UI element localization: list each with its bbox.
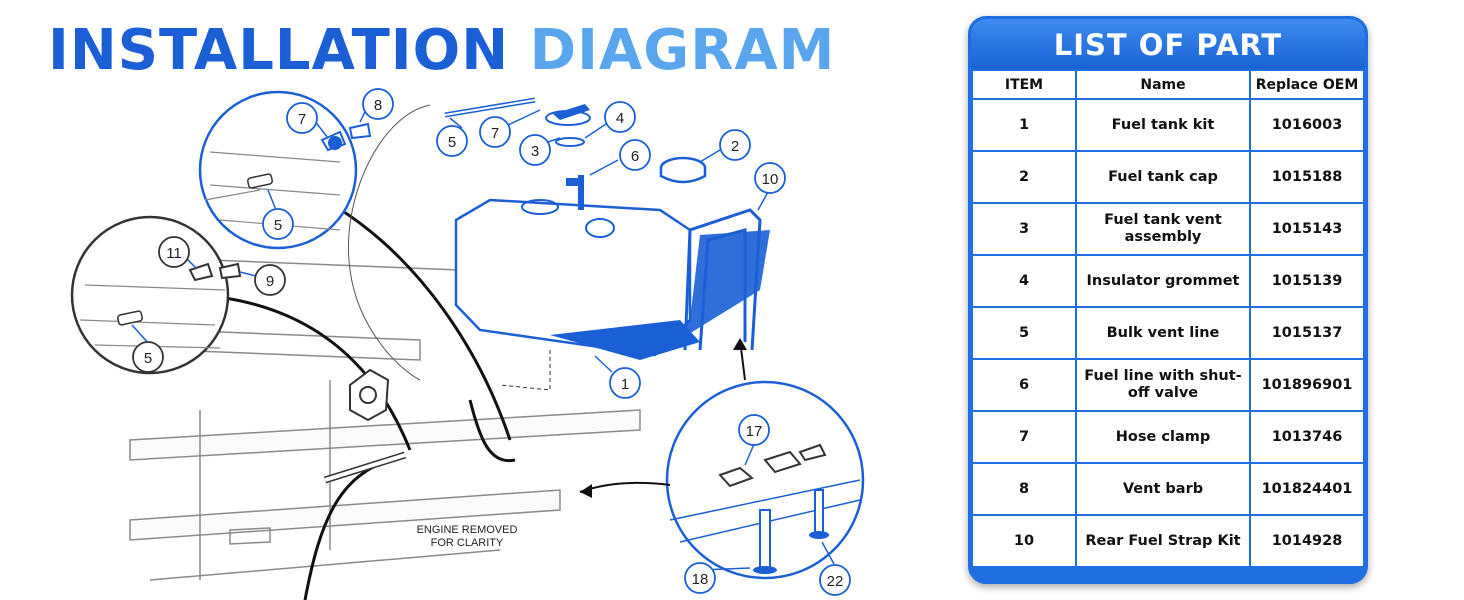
svg-text:9: 9 <box>266 273 274 290</box>
cell-name: Hose clamp <box>1075 410 1251 464</box>
title-word-installation: INSTALLATION <box>48 18 510 83</box>
cell-item: 10 <box>971 514 1077 568</box>
cell-oem: 1016003 <box>1249 98 1365 152</box>
callout-9: 9 <box>254 264 286 296</box>
installation-diagram: 7 8 5 7 5 3 4 6 2 10 11 9 5 1 17 18 22 E… <box>70 88 865 600</box>
svg-text:7: 7 <box>298 111 306 128</box>
callout-10: 10 <box>754 162 786 194</box>
title-word-diagram: DIAGRAM <box>529 18 836 83</box>
cell-item: 5 <box>971 306 1077 360</box>
table-row: 3 Fuel tank vent assembly 1015143 <box>971 202 1365 256</box>
cell-oem: 1015139 <box>1249 254 1365 308</box>
vent-assembly <box>545 104 591 147</box>
cell-name: Vent barb <box>1075 462 1251 516</box>
cell-item: 3 <box>971 202 1077 256</box>
fuel-tank-cap <box>659 156 707 184</box>
parts-table: ITEM Name Replace OEM 1 Fuel tank kit 10… <box>971 69 1365 568</box>
cell-item: 7 <box>971 410 1077 464</box>
table-row: 2 Fuel tank cap 1015188 <box>971 150 1365 204</box>
cell-oem: 1015188 <box>1249 150 1365 204</box>
arrow-head-left <box>580 484 592 498</box>
svg-text:11: 11 <box>166 245 182 262</box>
svg-text:4: 4 <box>616 110 624 127</box>
cell-name: Bulk vent line <box>1075 306 1251 360</box>
cell-item: 2 <box>971 150 1077 204</box>
svg-text:5: 5 <box>448 134 456 151</box>
cell-oem: 101824401 <box>1249 462 1365 516</box>
svg-text:7: 7 <box>491 125 499 142</box>
callout-18: 18 <box>684 562 716 594</box>
detail-circle-bottom-right <box>665 380 865 580</box>
callout-4: 4 <box>604 101 636 133</box>
svg-text:22: 22 <box>827 573 844 590</box>
cell-name: Insulator grommet <box>1075 254 1251 308</box>
vent-hoses <box>224 206 516 600</box>
table-row: 1 Fuel tank kit 1016003 <box>971 98 1365 152</box>
vent-tube-inner <box>324 453 406 482</box>
cell-name: Rear Fuel Strap Kit <box>1075 514 1251 568</box>
page-title: INSTALLATION DIAGRAM <box>48 16 835 86</box>
svg-text:10: 10 <box>762 171 779 188</box>
cell-item: 8 <box>971 462 1077 516</box>
callout-5a: 5 <box>262 208 294 240</box>
callout-5b: 5 <box>436 125 468 157</box>
svg-text:2: 2 <box>731 138 739 155</box>
svg-text:5: 5 <box>144 350 152 367</box>
cell-oem: 101896901 <box>1249 358 1365 412</box>
cell-item: 4 <box>971 254 1077 308</box>
callout-3: 3 <box>519 134 551 166</box>
callout-8: 8 <box>362 88 394 120</box>
table-row: 10 Rear Fuel Strap Kit 1014928 <box>971 514 1365 568</box>
table-row: 5 Bulk vent line 1015137 <box>971 306 1365 360</box>
note-line-1: ENGINE REMOVED <box>417 524 518 536</box>
parts-table-header-row: ITEM Name Replace OEM <box>971 69 1365 100</box>
detail-circle-top <box>198 90 372 250</box>
svg-text:6: 6 <box>631 148 639 165</box>
fuel-pump <box>349 368 390 422</box>
cell-name: Fuel tank kit <box>1075 98 1251 152</box>
fuel-tank <box>454 175 770 360</box>
table-row: 7 Hose clamp 1013746 <box>971 410 1365 464</box>
callout-17: 17 <box>738 414 770 446</box>
svg-text:17: 17 <box>746 423 763 440</box>
callout-7a: 7 <box>286 102 318 134</box>
callout-7b: 7 <box>479 116 511 148</box>
table-row: 8 Vent barb 101824401 <box>971 462 1365 516</box>
cell-name: Fuel line with shut-off valve <box>1075 358 1251 412</box>
svg-text:1: 1 <box>621 376 629 393</box>
leader-curve <box>348 104 431 381</box>
svg-text:5: 5 <box>274 217 282 234</box>
cell-oem: 1013746 <box>1249 410 1365 464</box>
arrow-head-up <box>733 338 747 350</box>
table-row: 6 Fuel line with shut-off valve 10189690… <box>971 358 1365 412</box>
cell-item: 1 <box>971 98 1077 152</box>
cell-item: 6 <box>971 358 1077 412</box>
callout-2: 2 <box>719 129 751 161</box>
callout-5c: 5 <box>132 341 164 373</box>
rear-fuel-strap <box>683 208 762 351</box>
svg-text:8: 8 <box>374 97 382 114</box>
callout-1: 1 <box>609 367 641 399</box>
callouts: 7 8 5 7 5 3 4 6 2 10 11 9 5 1 17 18 22 <box>132 88 851 596</box>
cell-name: Fuel tank vent assembly <box>1075 202 1251 256</box>
header-name: Name <box>1075 69 1251 100</box>
callout-6: 6 <box>619 139 651 171</box>
parts-list-title: LIST OF PART <box>971 19 1365 69</box>
header-item: ITEM <box>971 69 1077 100</box>
chassis-frame <box>129 259 641 581</box>
cell-oem: 1015143 <box>1249 202 1365 256</box>
callout-11: 11 <box>158 236 190 268</box>
svg-text:3: 3 <box>531 143 539 160</box>
callout-22: 22 <box>819 564 851 596</box>
cell-name: Fuel tank cap <box>1075 150 1251 204</box>
parts-list-panel: LIST OF PART ITEM Name Replace OEM 1 Fue… <box>968 16 1368 584</box>
table-row: 4 Insulator grommet 1015139 <box>971 254 1365 308</box>
cell-oem: 1015137 <box>1249 306 1365 360</box>
header-oem: Replace OEM <box>1249 69 1365 100</box>
cell-oem: 1014928 <box>1249 514 1365 568</box>
note-line-2: FOR CLARITY <box>431 537 504 549</box>
svg-text:18: 18 <box>692 571 709 588</box>
